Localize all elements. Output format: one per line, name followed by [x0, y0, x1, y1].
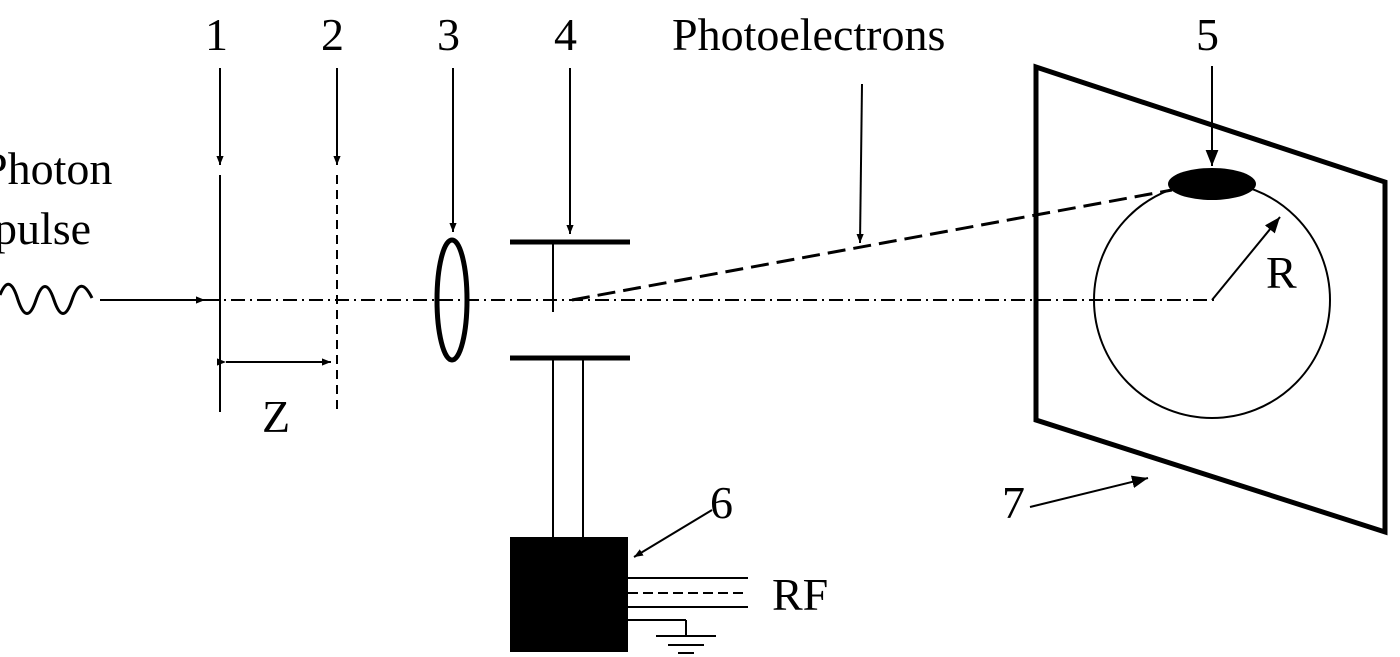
rf-driver-box — [510, 537, 628, 652]
electron-spot-5 — [1168, 168, 1256, 200]
label-5: 5 — [1196, 9, 1219, 60]
radius-arrow — [1211, 216, 1281, 301]
photon-label-line1: Photon — [0, 143, 112, 194]
label-2: 2 — [321, 9, 344, 60]
label-6: 6 — [710, 477, 733, 528]
photon-label-line2: pulse — [0, 203, 91, 254]
pointer-arrow-photoelectrons — [856, 83, 864, 244]
pointer-arrow-7 — [1029, 475, 1149, 508]
pointer-arrow-6 — [633, 509, 713, 558]
lens-3 — [434, 237, 470, 363]
label-3: 3 — [437, 9, 460, 60]
photoelectrons-label: Photoelectrons — [672, 9, 945, 60]
photoelectron-trajectory — [571, 188, 1173, 302]
label-7: 7 — [1002, 477, 1025, 528]
label-1: 1 — [205, 9, 228, 60]
radius-label: R — [1266, 247, 1297, 298]
z-label: Z — [262, 391, 290, 442]
label-4: 4 — [554, 9, 577, 60]
rf-label: RF — [772, 569, 828, 620]
detector-screen — [1033, 63, 1388, 536]
photon-wave-icon — [0, 282, 94, 315]
